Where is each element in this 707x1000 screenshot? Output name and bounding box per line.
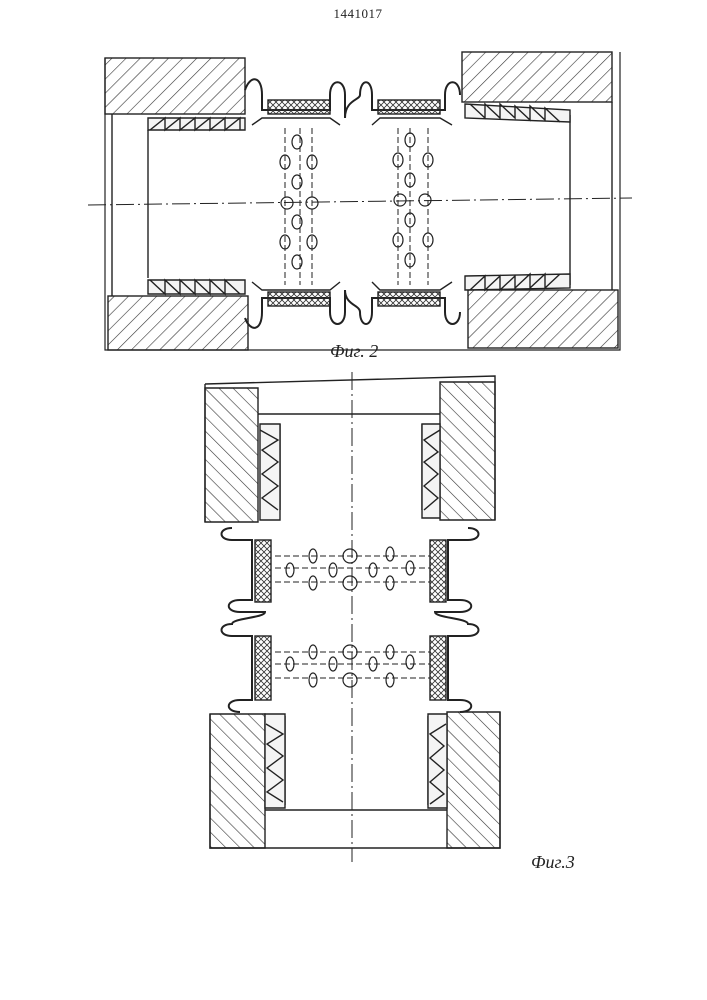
right-bottom-block	[468, 290, 618, 348]
left-top-block	[105, 58, 245, 114]
right-top-block	[462, 52, 612, 102]
figure-2-caption: Фиг. 2	[330, 341, 378, 362]
left-bottom-block	[108, 296, 248, 350]
figure-3-caption: Фиг.3	[531, 852, 575, 873]
figure-3	[205, 372, 500, 862]
figure-2	[88, 52, 632, 350]
